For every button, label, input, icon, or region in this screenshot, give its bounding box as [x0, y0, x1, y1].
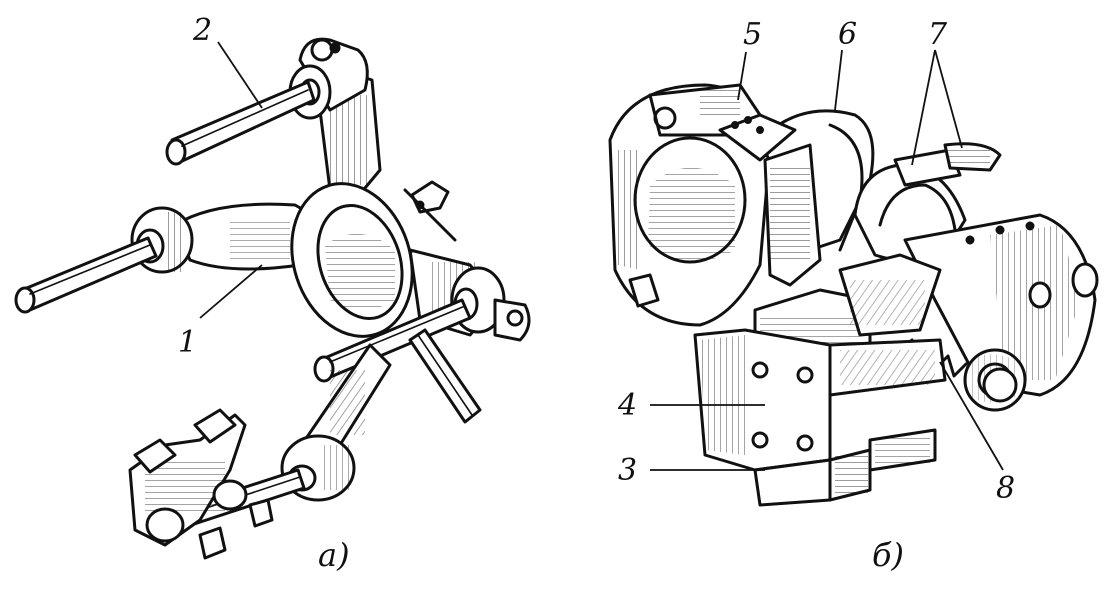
- label-7: 7: [928, 17, 948, 52]
- clamp-assembly: [128, 408, 274, 560]
- label-8: 8: [996, 471, 1015, 506]
- label-6: 6: [838, 17, 857, 52]
- label-5: 5: [743, 17, 762, 52]
- figure-a-spider: [14, 37, 531, 560]
- arm-lower: [280, 343, 392, 502]
- rod-right: [313, 298, 472, 383]
- leader-7b: [934, 49, 963, 149]
- label-2: 2: [192, 13, 212, 48]
- caption-a: а): [318, 536, 350, 574]
- leader-8: [939, 361, 1004, 471]
- figure-b-clamp: [608, 49, 1099, 507]
- rod-2: [165, 80, 316, 166]
- leader-6: [834, 49, 843, 111]
- leader-7a: [911, 49, 936, 166]
- leader-5: [737, 51, 747, 101]
- leader-1: [199, 264, 263, 319]
- central-ring-1: [290, 180, 457, 338]
- band-6: [718, 109, 875, 287]
- label-4: 4: [617, 388, 637, 423]
- diagonal-bar: [408, 328, 482, 424]
- leader-2: [217, 41, 263, 109]
- caption-b: б): [872, 536, 904, 574]
- right-clamp-ring: [853, 142, 1099, 397]
- rod-left: [14, 236, 158, 314]
- label-1: 1: [178, 325, 197, 360]
- label-3: 3: [618, 453, 637, 488]
- block-3: [753, 428, 937, 507]
- arm-top: [288, 37, 382, 202]
